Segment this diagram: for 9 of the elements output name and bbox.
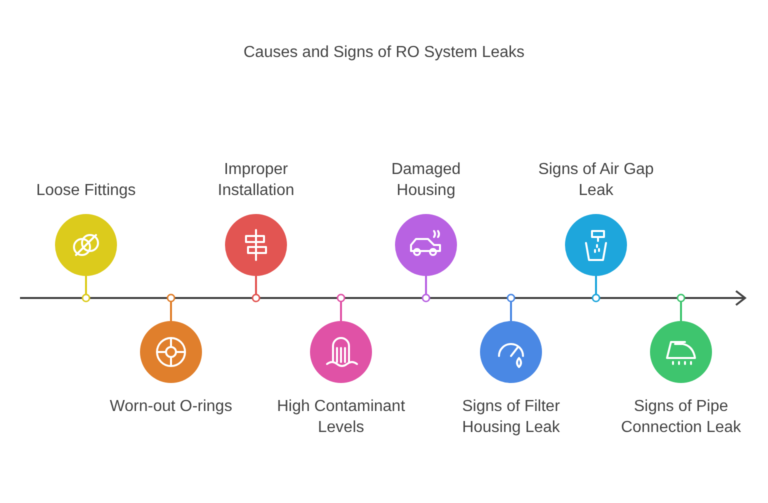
node-label: Improper Installation: [216, 160, 296, 201]
node-label: Signs of Filter Housing Leak: [461, 397, 561, 438]
diagram-title: Causes and Signs of RO System Leaks: [242, 44, 526, 62]
node-label: Damaged Housing: [390, 160, 462, 201]
node-label: Loose Fittings: [35, 181, 137, 201]
node-label: High Contaminant Levels: [276, 397, 406, 438]
node-label: Signs of Pipe Connection Leak: [620, 397, 742, 438]
node-label: Worn-out O-rings: [108, 397, 234, 417]
node-label: Signs of Air Gap Leak: [537, 160, 655, 201]
